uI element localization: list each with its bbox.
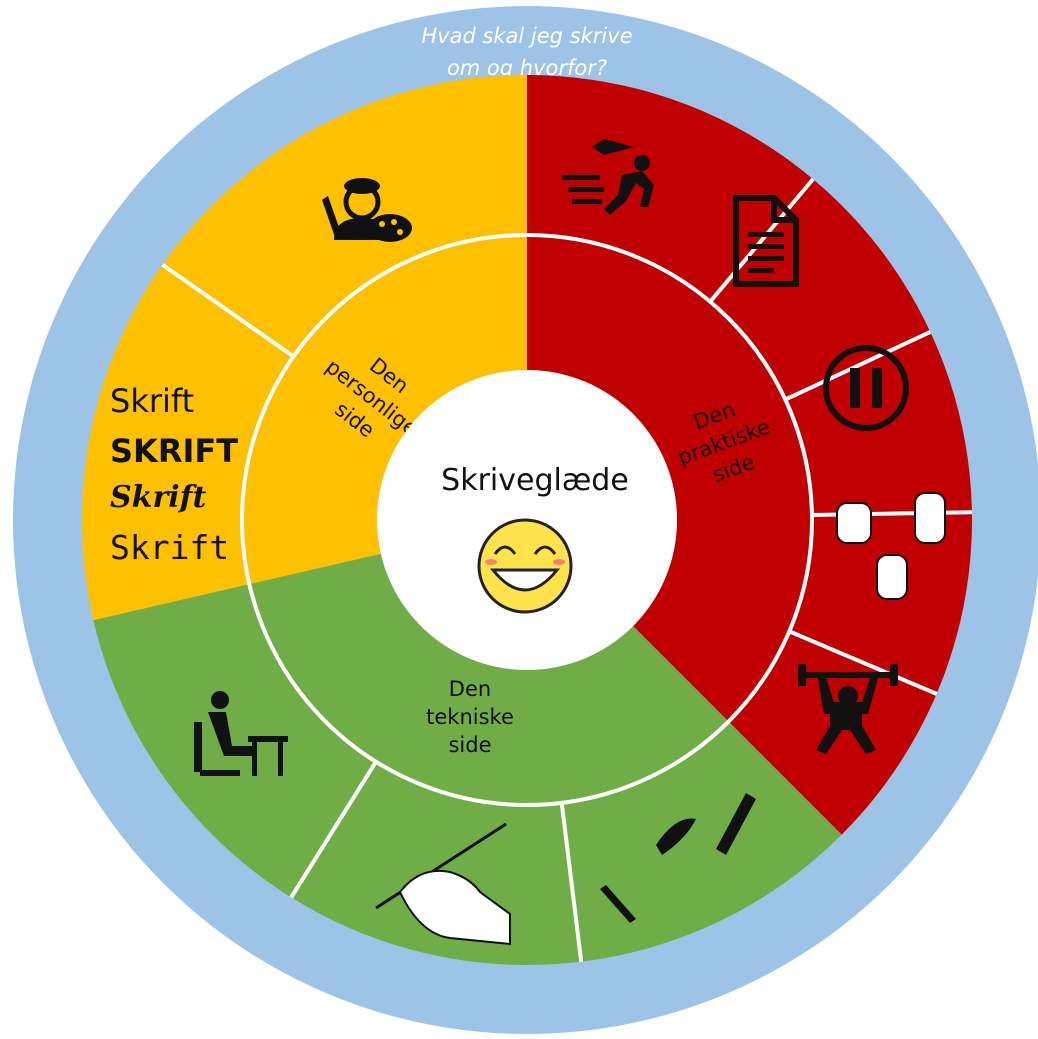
font-sample-bold: SKRIFT [110,432,238,470]
font-sample-handwritten: Skrift [110,528,229,567]
weightlifter-icon [798,664,898,754]
personal-divider-0 [161,263,295,359]
hand-writing-icon [375,822,511,946]
technical-label-line2: tekniske [426,705,514,729]
middle-ring-divider [240,233,814,807]
hand-signs-icon [836,492,946,600]
icons-layer [194,139,946,946]
technical-divider-1 [289,760,378,899]
artist-palette-icon [322,178,412,242]
font-sample-script: Skrift [110,480,207,515]
segments-layer [81,75,973,965]
practical-divider-2 [811,510,972,518]
laughing-face-icon [477,518,573,614]
document-icon [733,195,799,287]
practical-divider-3 [788,629,938,696]
personal-section [81,75,528,621]
technical-label-line1: Den [449,677,491,701]
pen-tools-icon [600,793,756,923]
font-samples: Skrift SKRIFT Skrift Skrift [110,382,238,567]
technical-label-line3: side [448,733,491,757]
pause-icon [823,345,909,431]
technical-side-label: Den tekniske side [426,677,514,757]
outer-question-line1: Hvad skal jeg skrive [421,24,632,48]
center-title: Skriveglæde [441,463,629,498]
person-at-desk-icon [194,691,288,776]
font-sample-regular: Skrift [110,382,194,420]
practical-section [527,75,973,835]
practical-divider-1 [784,330,932,402]
technical-section [93,553,842,965]
rocket-runner-icon [562,139,654,215]
technical-divider-0 [559,802,584,962]
practical-divider-0 [708,177,815,303]
